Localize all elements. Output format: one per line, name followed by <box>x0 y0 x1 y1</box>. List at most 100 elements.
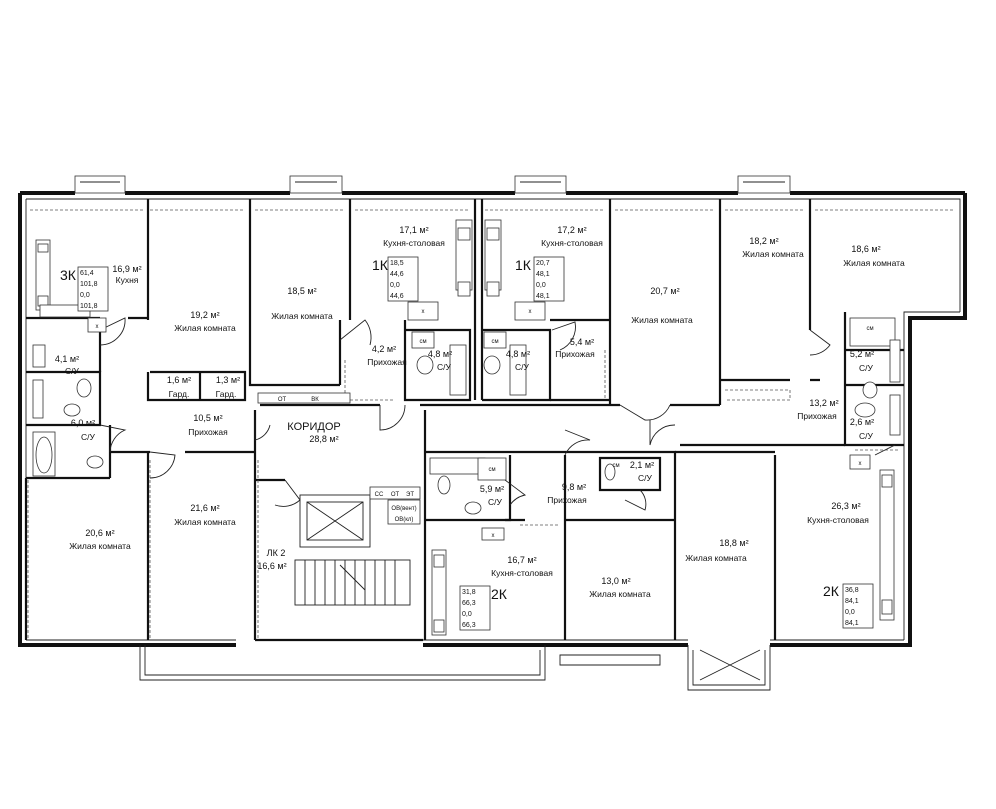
svg-text:Кухня-столовая: Кухня-столовая <box>491 568 553 578</box>
svg-text:61,4: 61,4 <box>80 270 94 277</box>
svg-text:Прихожая: Прихожая <box>547 495 587 505</box>
svg-text:2,1 м²: 2,1 м² <box>630 460 654 470</box>
svg-text:Прихожая: Прихожая <box>555 349 595 359</box>
apt-badge-2k-center: 31,8 66,3 0,0 66,3 2К <box>459 585 508 631</box>
apt-type: 2К <box>823 583 840 599</box>
door-swings <box>99 317 896 511</box>
svg-text:Жилая комната: Жилая комната <box>174 517 236 527</box>
svg-text:6,0 м²: 6,0 м² <box>71 418 95 428</box>
room-closet-1-3: 1,3 м² Гард. <box>216 375 240 399</box>
svg-text:44,6: 44,6 <box>390 271 404 278</box>
apt-badge-1k-right: 1К 20,7 48,1 0,0 48,1 <box>515 256 565 302</box>
room-living-18-5: 18,5 м² Жилая комната <box>271 286 333 321</box>
svg-text:9,8 м²: 9,8 м² <box>562 482 586 492</box>
apt-type: 2К <box>491 586 508 602</box>
room-bath-4-1: 4,1 м² С/У <box>55 354 80 376</box>
room-bath-2-1: 2,1 м²С/У <box>630 460 654 483</box>
balcony-window <box>514 175 567 194</box>
svg-text:Прихожая: Прихожая <box>367 357 407 367</box>
svg-text:17,2 м²: 17,2 м² <box>557 225 586 235</box>
svg-text:48,1: 48,1 <box>536 293 550 300</box>
svg-text:х: х <box>422 309 425 315</box>
svg-text:101,8: 101,8 <box>80 281 98 288</box>
vent-shafts <box>387 499 421 525</box>
room-hall-5-4: 5,4 м² Прихожая <box>555 337 595 359</box>
svg-text:18,5: 18,5 <box>390 260 404 267</box>
svg-text:21,6 м²: 21,6 м² <box>190 503 219 513</box>
svg-text:см: см <box>491 339 498 345</box>
svg-text:Жилая комната: Жилая комната <box>589 589 651 599</box>
svg-text:4,8 м²: 4,8 м² <box>428 349 452 359</box>
svg-text:26,3 м²: 26,3 м² <box>831 501 860 511</box>
svg-text:16,6 м²: 16,6 м² <box>257 561 286 571</box>
svg-text:СС: СС <box>375 492 384 498</box>
apt-badge-1k-left: 1К 18,5 44,6 0,0 44,6 <box>372 256 419 302</box>
svg-text:36,8: 36,8 <box>845 587 859 594</box>
svg-text:Прихожая: Прихожая <box>188 427 228 437</box>
svg-text:31,8: 31,8 <box>462 589 476 596</box>
svg-text:Гард.: Гард. <box>216 389 237 399</box>
svg-text:ЛК 2: ЛК 2 <box>267 548 286 558</box>
svg-text:Жилая комната: Жилая комната <box>271 311 333 321</box>
room-bath-4-8-b: 4,8 м²С/У <box>506 349 530 372</box>
svg-text:ЭТ: ЭТ <box>406 492 414 498</box>
svg-text:5,9 м²: 5,9 м² <box>480 484 504 494</box>
room-living-18-2: 18,2 м² Жилая комната <box>742 236 804 259</box>
fixtures <box>32 219 901 636</box>
room-kitchen-26-3: 26,3 м² Кухня-столовая <box>807 501 869 525</box>
svg-text:44,6: 44,6 <box>390 293 404 300</box>
svg-text:КОРИДОР: КОРИДОР <box>287 421 340 433</box>
svg-text:Жилая комната: Жилая комната <box>631 315 693 325</box>
room-bath-4-8-a: 4,8 м²С/У <box>428 349 452 372</box>
utility-shafts <box>369 486 421 500</box>
svg-text:Гард.: Гард. <box>169 389 190 399</box>
svg-text:С/У: С/У <box>65 366 80 376</box>
room-bath-2-6: 2,6 м²С/У <box>850 417 874 441</box>
svg-text:ОТ: ОТ <box>278 397 287 403</box>
apt-type: 1К <box>372 257 389 273</box>
svg-text:Жилая комната: Жилая комната <box>742 249 804 259</box>
room-living-21-6: 21,6 м² Жилая комната <box>174 503 236 527</box>
svg-text:Жилая комната: Жилая комната <box>69 541 131 551</box>
balcony-window <box>289 175 343 194</box>
svg-text:17,1 м²: 17,1 м² <box>399 225 428 235</box>
svg-text:1,3 м²: 1,3 м² <box>216 375 240 385</box>
inner-walls <box>24 199 904 642</box>
svg-text:20,7: 20,7 <box>536 260 550 267</box>
fixture-abbreviations: х х х х х см см см см см ОТ ВК СС ОТ ЭТ … <box>96 309 874 539</box>
svg-text:С/У: С/У <box>81 432 96 442</box>
svg-text:18,8 м²: 18,8 м² <box>719 538 748 548</box>
svg-text:см: см <box>419 339 426 345</box>
riser-niche <box>257 392 351 404</box>
svg-text:0,0: 0,0 <box>462 611 472 618</box>
svg-text:5,4 м²: 5,4 м² <box>570 337 594 347</box>
svg-text:28,8 м²: 28,8 м² <box>309 434 338 444</box>
svg-text:4,1 м²: 4,1 м² <box>55 354 79 364</box>
stairwell <box>257 392 421 606</box>
apt-type: 3К <box>60 267 77 283</box>
svg-text:С/У: С/У <box>488 497 503 507</box>
svg-text:18,2 м²: 18,2 м² <box>749 236 778 246</box>
svg-text:Кухня: Кухня <box>116 275 139 285</box>
svg-text:101,8: 101,8 <box>80 303 98 310</box>
svg-text:66,3: 66,3 <box>462 622 476 629</box>
svg-text:ОТ: ОТ <box>391 492 400 498</box>
svg-text:см: см <box>488 467 495 473</box>
svg-text:18,5 м²: 18,5 м² <box>287 286 316 296</box>
svg-text:48,1: 48,1 <box>536 271 550 278</box>
outer-walls <box>18 175 967 691</box>
svg-text:Кухня-столовая: Кухня-столовая <box>807 515 869 525</box>
